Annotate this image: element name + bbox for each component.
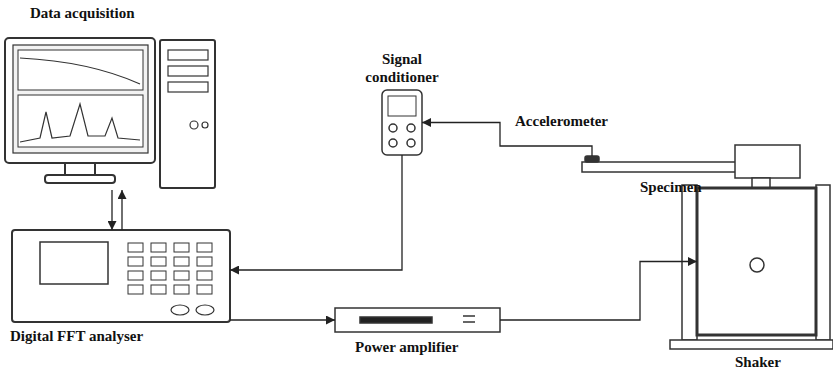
shaker [670, 185, 833, 349]
fft-analyser-part-part [197, 257, 212, 266]
signal-conditioner-part [389, 124, 397, 132]
fft-analyser-part-part [151, 257, 166, 266]
fft-analyser-part [12, 230, 230, 322]
computer-part [20, 104, 140, 142]
fft-analyser-part-part [151, 271, 166, 280]
power-amplifier-part [335, 308, 500, 332]
power-amplifier: Power amplifier [335, 308, 500, 332]
signal-conditioner [382, 90, 422, 155]
computer-part [190, 121, 198, 129]
specimen-beam: Specimen [582, 162, 737, 172]
device-label: Shaker [735, 353, 781, 371]
specimen-and-fixture-part [582, 162, 737, 172]
computer: Data acquisition [5, 38, 215, 190]
shaker-part [816, 185, 830, 340]
computer-part [168, 66, 208, 76]
fft-analyser: Digital FFT analyser [12, 230, 230, 322]
computer-part [202, 122, 208, 128]
specimen-and-fixture-part [585, 156, 599, 162]
signal-conditioner-part [407, 124, 415, 132]
computer-part [20, 58, 140, 84]
fft-analyser-part [196, 305, 214, 315]
signal-arrow [500, 262, 697, 321]
fft-analyser-part-part [174, 271, 189, 280]
fft-analyser-part [128, 243, 212, 294]
fft-analyser-part-part [197, 271, 212, 280]
signal-conditioner-part [388, 96, 416, 116]
device-label: Specimen [640, 178, 702, 196]
fft-analyser-part-part [197, 285, 212, 294]
device-label: Digital FFT analyser [10, 327, 143, 345]
computer-part [18, 50, 143, 90]
power-amplifier-part [463, 321, 475, 323]
fft-analyser-part [40, 242, 108, 284]
computer-part [168, 82, 208, 92]
device-label: Accelerometer [515, 112, 608, 130]
power-amplifier-part [463, 315, 475, 317]
fft-analyser-part-part [151, 285, 166, 294]
device-label: Data acquisition [30, 4, 135, 22]
computer-part [168, 50, 208, 60]
signal-arrow [230, 319, 335, 320]
shaker-part [682, 185, 697, 340]
accelerometer: Accelerometer [585, 156, 599, 162]
signal-conditioner-part [389, 139, 397, 147]
shaker-part [670, 340, 833, 349]
computer-part [65, 163, 95, 175]
fft-analyser-part [171, 305, 189, 315]
fft-analyser-part-part [174, 257, 189, 266]
fft-analyser [12, 230, 230, 322]
fft-analyser-part-part [174, 243, 189, 252]
fft-analyser-part-part [174, 285, 189, 294]
fft-analyser-part-part [128, 243, 143, 252]
computer-part [5, 38, 155, 163]
computer [5, 38, 215, 188]
computer-part [160, 40, 215, 188]
signal-arrow [230, 155, 402, 270]
signal-conditioner: Signal conditioner [382, 90, 422, 155]
computer-part [45, 175, 115, 183]
device-label: Power amplifier [355, 338, 458, 356]
fft-analyser-part-part [128, 271, 143, 280]
signal-conditioner-part [382, 90, 422, 155]
fft-analyser-part-part [197, 243, 212, 252]
fft-analyser-part-part [151, 243, 166, 252]
fft-analyser-part-part [128, 257, 143, 266]
signal-conditioner-part [407, 139, 415, 147]
computer-part [13, 45, 148, 153]
power-amplifier-part [360, 317, 432, 323]
shaker: Shaker [697, 188, 816, 335]
power-amplifier [335, 308, 500, 332]
shaker-part [750, 258, 764, 272]
shaker-part [697, 188, 816, 335]
fft-analyser-part-part [128, 285, 143, 294]
specimen-and-fixture-part [735, 145, 800, 178]
device-label: Signal conditioner [357, 50, 447, 86]
signal-arrow [121, 190, 122, 230]
signal-arrow [111, 190, 112, 230]
computer-part [18, 95, 143, 147]
